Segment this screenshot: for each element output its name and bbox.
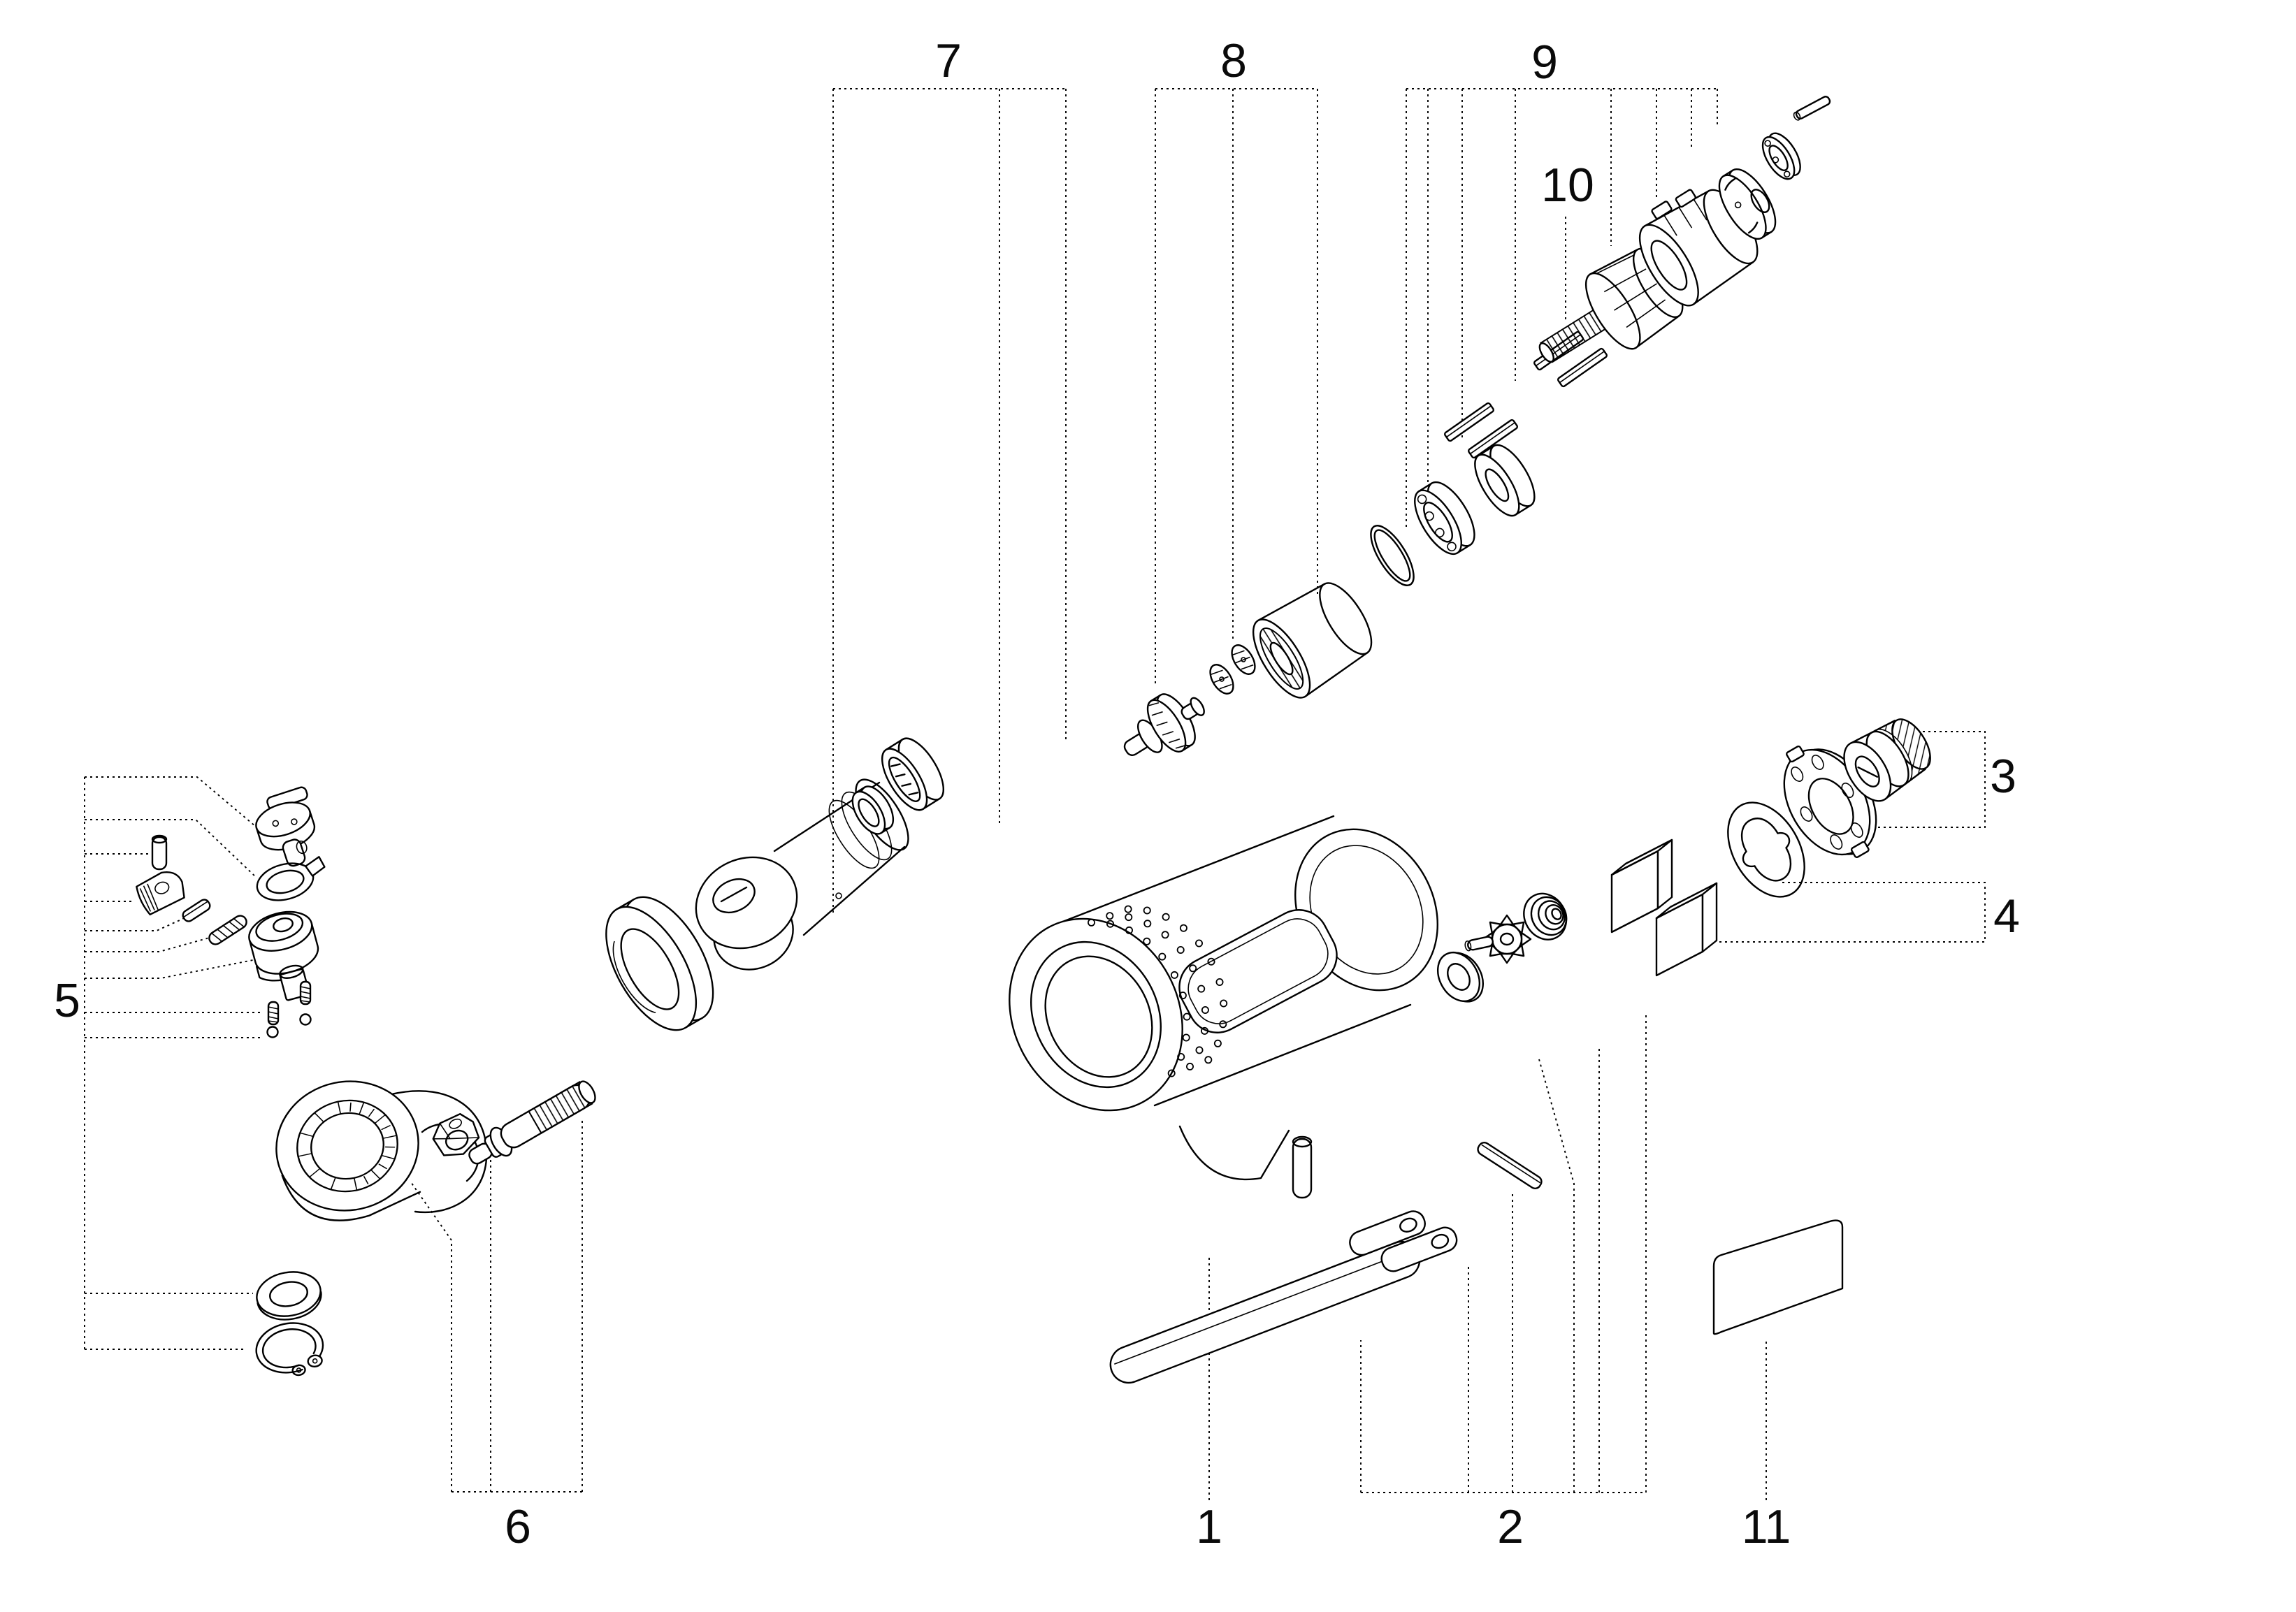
callout-9-label: 9 (1531, 36, 1558, 89)
part-name-plate (1712, 1219, 1844, 1335)
part-detent-ball (266, 1026, 279, 1038)
part-rotor-vanes (1444, 331, 1608, 459)
part-silencer-block-1 (1610, 838, 1673, 934)
callout-7-label: 7 (935, 34, 962, 87)
part-reverse-knob (255, 786, 316, 867)
part-ring-gear (1252, 582, 1373, 699)
callout-5-label: 5 (54, 974, 80, 1027)
callout-leaders (84, 88, 1986, 1502)
part-needle-bearing (881, 737, 944, 811)
part-gasket (1727, 801, 1805, 898)
part-throttle-lever (1109, 1210, 1458, 1384)
part-anvil-assembly (248, 910, 319, 1001)
part-ball-bearing (1414, 481, 1475, 556)
housing-perforations (1088, 905, 1228, 1077)
part-spline-drive-shaft (468, 1080, 596, 1165)
part-rear-bearing (1761, 132, 1801, 180)
part-detent-spring (267, 1001, 280, 1026)
part-motor-cylinder (1638, 189, 1759, 307)
part-main-housing (1009, 815, 1438, 1181)
part-roll-pin (182, 899, 211, 922)
callout-10-label: 10 (1541, 159, 1594, 212)
part-spring-pin (1477, 1141, 1543, 1190)
part-retaining-washer (256, 856, 326, 901)
part-star-lock-washer (1464, 914, 1532, 964)
bracket-5 (84, 776, 261, 1350)
part-pawl-spring (208, 915, 247, 945)
callout-3-label: 3 (1990, 750, 2016, 803)
part-trigger-pin (1292, 1135, 1313, 1199)
part-head-housing (695, 778, 909, 971)
callout-11-label: 11 (1742, 1500, 1791, 1553)
callout-6-label: 6 (505, 1500, 531, 1553)
part-detent-spring-2 (299, 980, 312, 1005)
callout-4-label: 4 (1993, 889, 2020, 943)
part-dowel-pin (1793, 96, 1831, 121)
part-thrust-washer (256, 1271, 322, 1321)
callout-8-label: 8 (1220, 34, 1247, 87)
part-detent-ball-2 (299, 1013, 312, 1026)
part-pawl (136, 871, 185, 916)
part-planet-gears (1209, 644, 1256, 695)
part-spacer-ring (851, 785, 895, 835)
part-valve-seal-stack (1523, 892, 1568, 941)
housing-grip-slot (1178, 909, 1338, 1033)
part-hex-bushing (432, 1112, 480, 1156)
part-front-end-plate (1474, 444, 1536, 517)
part-valve-washer (1436, 952, 1484, 1003)
part-snap-ring (255, 1322, 324, 1377)
bracket-6 (410, 1121, 584, 1493)
part-silencer-block-2 (1655, 882, 1718, 977)
part-bevel-gear (1123, 693, 1205, 756)
part-o-ring (1370, 525, 1415, 586)
part-ring-nut (605, 896, 714, 1031)
callout-labels: 7 8 9 10 3 4 5 6 1 2 11 (54, 34, 2020, 1553)
part-stop-pin (151, 834, 168, 871)
callout-1-label: 1 (1196, 1500, 1222, 1553)
callout-2-label: 2 (1497, 1500, 1524, 1553)
bracket-2 (1360, 1012, 1647, 1493)
bracket-4 (1716, 882, 1986, 943)
part-air-inlet-bushing (1843, 718, 1931, 802)
part-rear-end-plate (1718, 168, 1777, 240)
